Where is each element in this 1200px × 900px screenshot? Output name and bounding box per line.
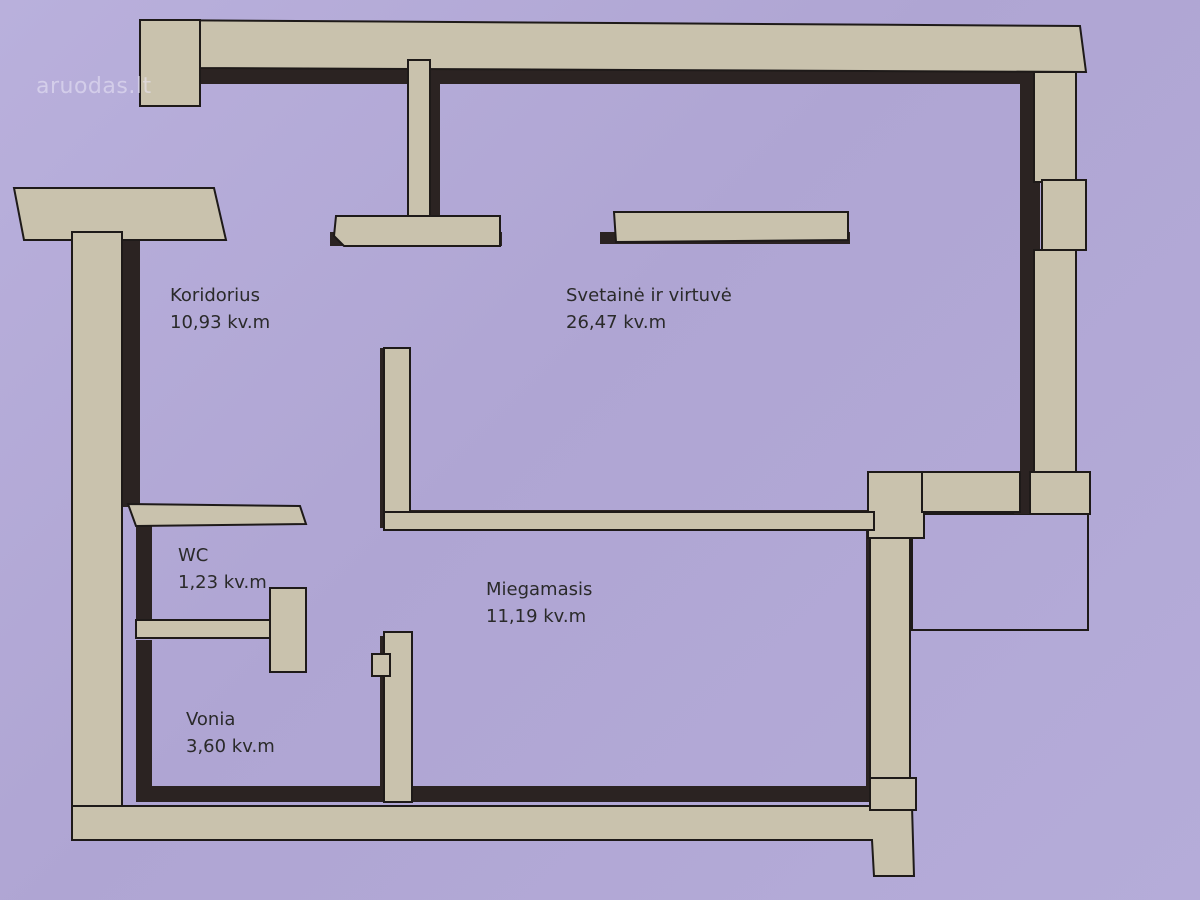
room-label-wc: WC 1,23 kv.m xyxy=(178,542,267,596)
room-label-miegamasis: Miegamasis 11,19 kv.m xyxy=(486,576,592,630)
balcony-outline xyxy=(911,513,1089,631)
room-label-vonia: Vonia 3,60 kv.m xyxy=(186,706,275,760)
room-area: 11,19 kv.m xyxy=(486,606,587,627)
room-name: Svetainė ir virtuvė xyxy=(566,285,732,306)
room-area: 26,47 kv.m xyxy=(566,312,667,333)
room-label-svetaine: Svetainė ir virtuvė 26,47 kv.m xyxy=(566,282,732,336)
room-name: Vonia xyxy=(186,709,236,730)
room-name: Koridorius xyxy=(170,285,260,306)
room-label-koridorius: Koridorius 10,93 kv.m xyxy=(170,282,270,336)
room-area: 1,23 kv.m xyxy=(178,572,267,593)
room-area: 3,60 kv.m xyxy=(186,736,275,757)
watermark: aruodas.lt xyxy=(36,74,152,99)
wall-faces xyxy=(12,18,1091,877)
room-area: 10,93 kv.m xyxy=(170,312,271,333)
room-name: WC xyxy=(178,545,209,566)
room-name: Miegamasis xyxy=(486,579,593,600)
